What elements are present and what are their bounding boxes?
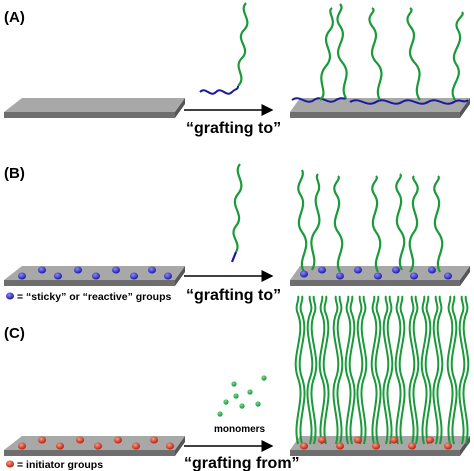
brush-chain [332, 295, 340, 445]
brush-chain [318, 295, 326, 445]
monomer-dots [217, 375, 267, 417]
brush-chain [386, 295, 394, 445]
brush-chain [462, 295, 470, 445]
grafted-chains-b [297, 169, 444, 273]
grafted-chains-a [291, 3, 469, 105]
brush-chain [348, 295, 356, 445]
method-label-a: “grafting to” [186, 120, 281, 137]
brush-chain [360, 295, 368, 445]
initiator-group [318, 436, 326, 444]
initiator-groups-c-left [18, 436, 174, 450]
legend-c-text: = initiator groups [17, 459, 103, 471]
brush-chain [424, 295, 432, 445]
initiator-group [426, 436, 434, 444]
initiator-group [300, 442, 308, 450]
panel-b-label: (B) [4, 165, 25, 182]
panel-a: (A) “grafting to” [4, 2, 470, 137]
brush-chain [336, 295, 344, 445]
brush-chain [408, 295, 416, 445]
brush-chain [382, 295, 390, 445]
legend-b: = “sticky” or “reactive” groups [6, 291, 172, 303]
sticky-groups-b-right [300, 266, 452, 280]
brush-chain [450, 295, 458, 445]
brush-chain [298, 295, 306, 445]
initiator-group [336, 442, 344, 450]
monomers-label: monomers [214, 424, 266, 435]
initiator-group [372, 442, 380, 450]
initiator-dot-icon [6, 460, 14, 468]
panel-a-label: (A) [4, 9, 25, 26]
brush-chain [356, 295, 364, 445]
panel-b: (B) “grafting to” = “sticky” or “reactiv… [4, 163, 470, 304]
brush-chain [412, 295, 420, 445]
brush-chain [458, 295, 466, 445]
brush-chain [370, 295, 378, 445]
initiator-group [390, 436, 398, 444]
free-polymer-a [199, 2, 249, 95]
substrate-a-left [4, 98, 185, 118]
brush-chain [294, 295, 302, 445]
legend-b-text: = “sticky” or “reactive” groups [17, 291, 172, 303]
brush-chain [436, 295, 444, 445]
initiator-group [354, 436, 362, 444]
brush-chain [398, 295, 406, 445]
brush-chain [310, 295, 318, 445]
panel-c: (C) monomers “ [4, 295, 470, 471]
polymer-brush-c [294, 295, 470, 450]
initiator-group [444, 442, 452, 450]
brush-chain [322, 295, 330, 445]
brush-chain [344, 295, 352, 445]
brush-chain [432, 295, 440, 445]
brush-chain [374, 295, 382, 445]
legend-c: = initiator groups [6, 459, 103, 471]
method-label-b: “grafting to” [186, 287, 281, 304]
brush-chain [394, 295, 402, 445]
panel-c-label: (C) [4, 325, 25, 342]
initiator-group [408, 442, 416, 450]
sticky-group-dot-icon [6, 292, 14, 300]
sticky-groups-b-left [18, 266, 172, 280]
method-label-c: “grafting from” [184, 455, 300, 471]
brush-chain [446, 295, 454, 445]
brush-chain [420, 295, 428, 445]
free-polymer-b [230, 163, 243, 263]
brush-chain [306, 295, 314, 445]
